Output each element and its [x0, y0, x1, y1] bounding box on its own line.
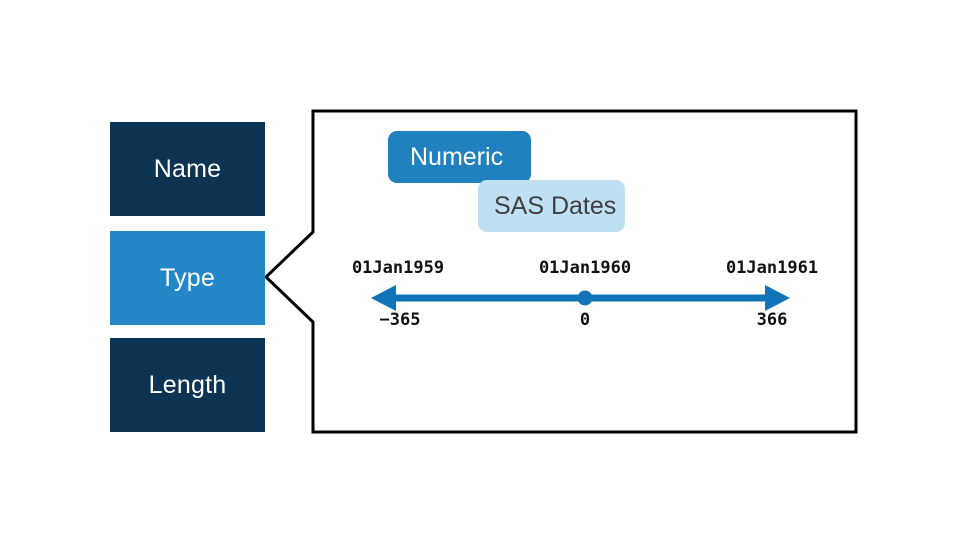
axis-date-label-center: 01Jan1960 — [538, 258, 632, 278]
axis-arrowhead-right — [765, 285, 790, 311]
pill-numeric[interactable]: Numeric — [388, 131, 531, 183]
pill-sas-dates-label: SAS Dates — [494, 191, 617, 220]
attribute-box-length[interactable]: Length — [110, 338, 265, 432]
axis-value-label-left: −365 — [379, 310, 421, 330]
axis-value-label-center: 0 — [579, 310, 591, 330]
axis-date-label-left: 01Jan1959 — [351, 258, 445, 278]
callout-outline — [263, 109, 858, 434]
axis-value-label-right: 366 — [756, 310, 788, 330]
attribute-label-name: Name — [153, 154, 222, 183]
attribute-box-name[interactable]: Name — [110, 122, 265, 216]
attribute-label-type: Type — [160, 263, 215, 292]
number-line-axis — [371, 285, 790, 311]
axis-date-label-right: 01Jan1961 — [725, 258, 819, 278]
axis-arrowhead-left — [371, 285, 396, 311]
pill-numeric-label: Numeric — [410, 142, 504, 171]
callout-balloon — [263, 109, 858, 434]
axis-origin-marker — [577, 290, 593, 306]
pill-sas-dates[interactable]: SAS Dates — [478, 180, 625, 232]
attribute-box-type[interactable]: Type — [110, 231, 265, 325]
attribute-label-length: Length — [148, 370, 227, 399]
